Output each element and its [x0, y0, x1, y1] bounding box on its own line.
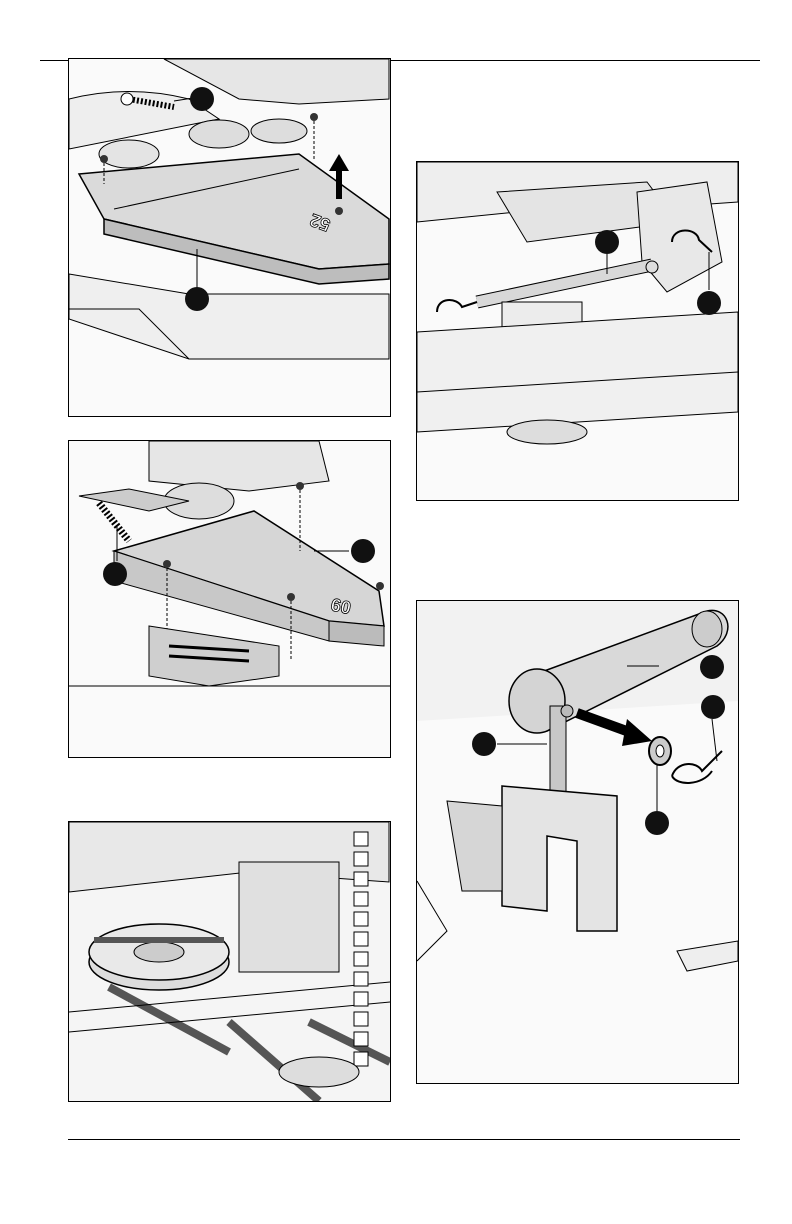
deck-size-label-60: 60: [329, 594, 353, 618]
callout-2: [185, 287, 209, 311]
callout-3: [472, 732, 496, 756]
illustration-52-deck: 52: [69, 59, 390, 416]
figure-52-deck-cover: 52: [68, 58, 391, 417]
illustration-arm-pin: [417, 601, 738, 1083]
figure-60-deck-cover: 60: [68, 440, 391, 758]
callout-1: [595, 230, 619, 254]
callout-1: [103, 562, 127, 586]
callout-1: [190, 87, 214, 111]
illustration-rod-clips: [417, 162, 738, 500]
figure-arm-pin-washer: [416, 600, 739, 1084]
callout-4: [645, 811, 669, 835]
callout-2: [351, 539, 375, 563]
figure-rod-hairpin-clips: [416, 161, 739, 501]
bottom-rule: [68, 1139, 740, 1140]
illustration-60-deck: 60: [69, 441, 390, 757]
callout-1: [700, 655, 724, 679]
callout-2: [701, 695, 725, 719]
figure-belt-drive: [68, 821, 391, 1102]
callout-2: [697, 291, 721, 315]
illustration-belt-drive: [69, 822, 390, 1101]
